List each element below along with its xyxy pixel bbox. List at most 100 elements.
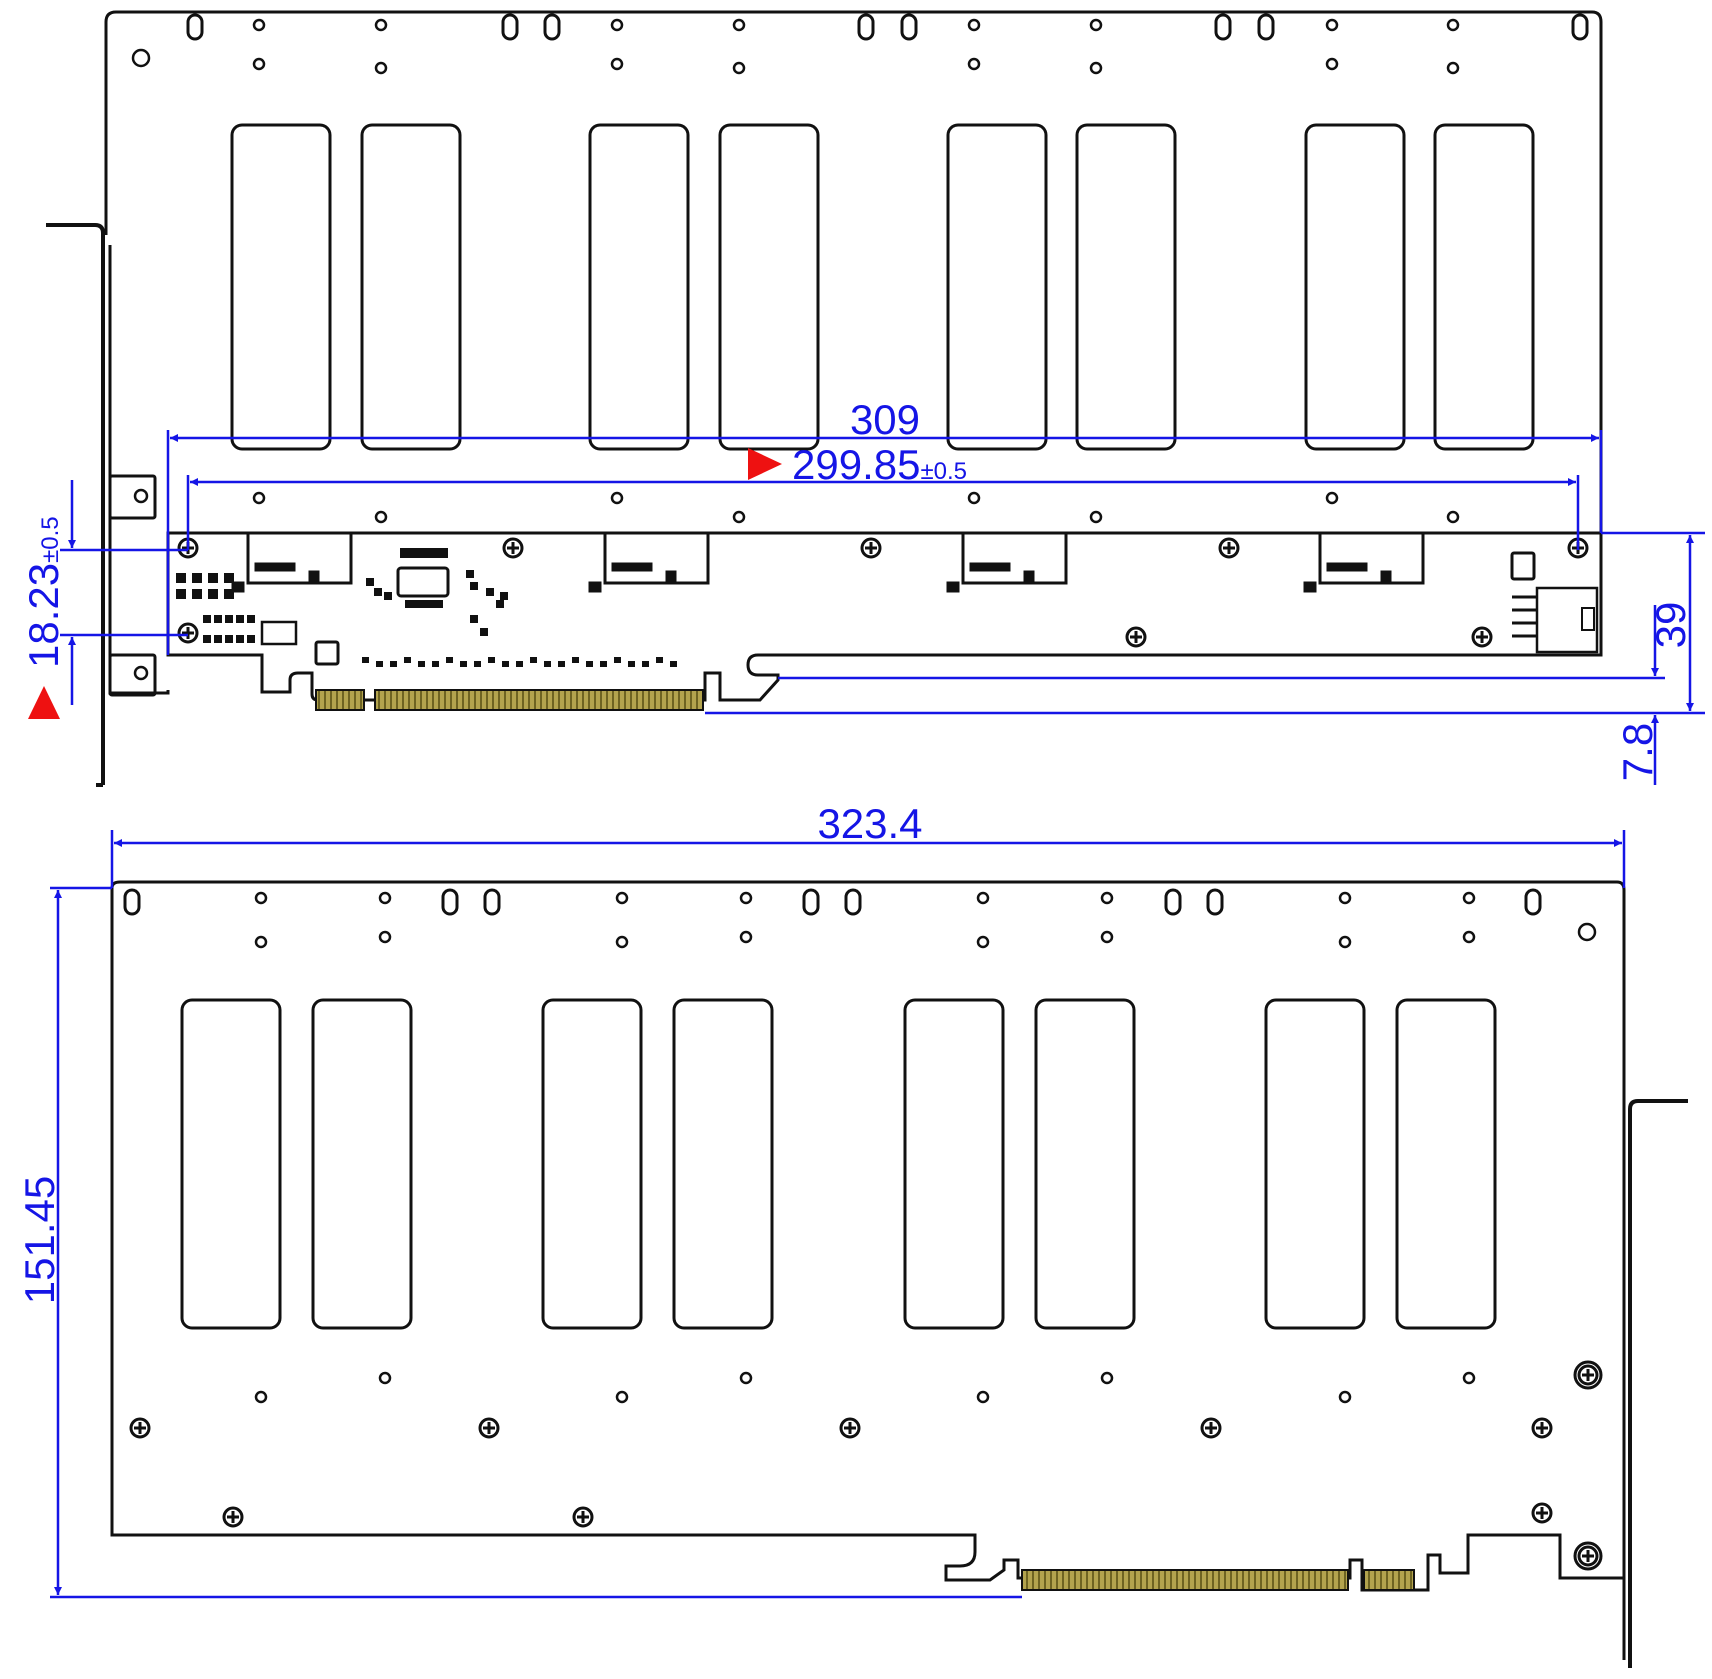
m2-socket: [246, 533, 353, 585]
pad: [236, 615, 244, 623]
mount-hole-icon: [610, 18, 624, 32]
mount-hole-icon: [1089, 18, 1103, 32]
socket-pad: [1023, 570, 1035, 582]
mount-hole-icon: [615, 1390, 629, 1404]
mount-hole-icon: [1100, 1371, 1114, 1385]
socket-pin-strip: [969, 562, 1011, 572]
heatsink-fin: [1075, 123, 1177, 451]
top-pcb-outline: [166, 531, 1603, 702]
screw-hole-icon: [222, 1506, 244, 1528]
mount-hole-icon: [967, 57, 981, 71]
pad: [390, 661, 397, 667]
mount-hole-icon: [1577, 922, 1597, 942]
m2-socket: [1318, 533, 1425, 585]
screw-hole-icon: [1577, 1545, 1599, 1567]
pad: [614, 657, 621, 663]
screw-hole-icon: [177, 622, 199, 644]
heatsink-fin: [1304, 123, 1406, 451]
slot-hole: [802, 888, 820, 916]
bottom-holes-group: [123, 888, 1603, 1571]
heatsink-fin: [672, 998, 774, 1330]
pad: [374, 588, 382, 596]
pad: [214, 615, 222, 623]
pad: [466, 570, 474, 578]
mount-hole-icon: [374, 61, 388, 75]
chip: [260, 620, 298, 646]
pad: [247, 635, 255, 643]
slot-hole: [1524, 888, 1542, 916]
dim-151-label: 151.45: [16, 1176, 63, 1304]
dimension-labels: 309 299.85±0.5 18.23±0.5 39 7.8 323.4 15…: [16, 396, 1694, 1304]
top-view: [46, 10, 1603, 787]
mount-hole-icon: [252, 18, 266, 32]
pad: [208, 589, 218, 599]
mount-hole-icon: [1573, 1541, 1603, 1571]
mount-hole-icon: [1338, 935, 1352, 949]
socket-pin-strip: [1326, 562, 1368, 572]
mount-hole-icon: [1100, 891, 1114, 905]
top-holes-group: [131, 13, 1589, 648]
controller-chip: [396, 566, 450, 598]
pad: [586, 661, 593, 667]
screw-hole-icon: [1531, 1502, 1553, 1524]
pad: [208, 573, 218, 583]
pad: [366, 578, 374, 586]
top-bracket-tab-lower: [108, 653, 157, 697]
slot-hole: [857, 13, 875, 41]
mount-hole-icon: [976, 1390, 990, 1404]
mount-hole-icon: [610, 491, 624, 505]
pad: [418, 661, 425, 667]
pad: [203, 635, 211, 643]
screw-hole-icon: [129, 1417, 151, 1439]
mount-hole-icon: [1462, 930, 1476, 944]
top-m2-sockets: [231, 533, 1425, 593]
pad: [500, 592, 508, 600]
screw-hole-icon: [860, 537, 882, 559]
screw-hole-icon: [1471, 626, 1493, 648]
pad: [376, 661, 383, 667]
pad: [236, 635, 244, 643]
led: [314, 640, 340, 666]
mount-hole-icon: [378, 930, 392, 944]
pad: [488, 657, 495, 663]
pad: [176, 589, 186, 599]
mount-hole-icon: [739, 1371, 753, 1385]
mount-hole-icon: [378, 1371, 392, 1385]
triangle-marker-icon: [28, 686, 60, 719]
dim-299-label: 299.85±0.5: [792, 441, 967, 488]
mount-hole-icon: [133, 665, 149, 681]
pad: [642, 661, 649, 667]
mount-hole-icon: [1100, 930, 1114, 944]
pad: [192, 573, 202, 583]
socket-pad: [308, 570, 320, 582]
mount-hole-icon: [1338, 1390, 1352, 1404]
top-pads-group: [176, 548, 1595, 667]
slot-hole: [844, 888, 862, 916]
slot-hole: [900, 13, 918, 41]
mount-hole-icon: [732, 510, 746, 524]
pad: [225, 635, 233, 643]
mount-hole-icon: [732, 18, 746, 32]
top-bracket-tab-upper: [108, 474, 157, 520]
mount-hole-icon: [739, 891, 753, 905]
heatsink-fin: [311, 998, 413, 1330]
pad: [214, 635, 222, 643]
top-gold-finger-short: [315, 689, 365, 711]
screw-hole-icon: [1531, 1417, 1553, 1439]
m2-socket: [603, 533, 710, 585]
mount-hole-icon: [1446, 61, 1460, 75]
slot-hole: [186, 13, 204, 41]
mount-hole-icon: [739, 930, 753, 944]
pad: [224, 589, 234, 599]
mount-hole-icon: [615, 891, 629, 905]
pad: [628, 661, 635, 667]
pad: [247, 615, 255, 623]
screw-hole-icon: [478, 1417, 500, 1439]
connector-latch: [1581, 607, 1595, 631]
mount-hole-icon: [1089, 510, 1103, 524]
dim-39-label: 39: [1647, 602, 1694, 649]
mount-hole-icon: [131, 48, 151, 68]
triangle-marker-icon: [748, 448, 782, 480]
pad: [486, 588, 494, 596]
